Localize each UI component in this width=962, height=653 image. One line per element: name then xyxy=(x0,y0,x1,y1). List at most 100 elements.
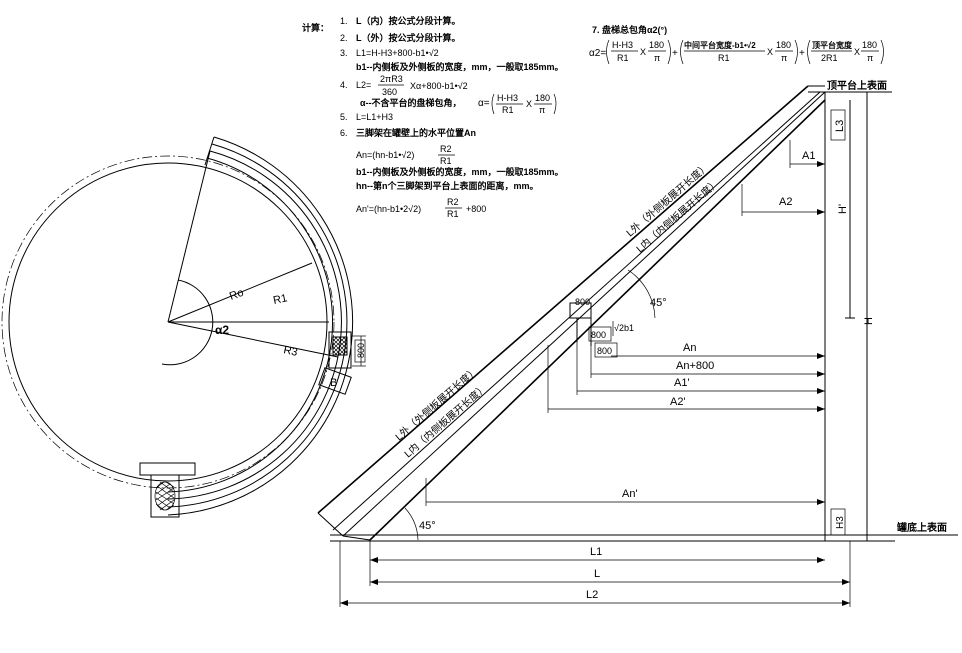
item-5-num: 5. xyxy=(340,112,348,122)
a2-label: A2 xyxy=(779,196,792,208)
anp-den: R1 xyxy=(447,209,459,219)
t1-paren-r xyxy=(667,39,671,65)
l1-label: L1 xyxy=(590,546,602,558)
calc-title: 计算： xyxy=(302,22,329,33)
t2-x: X xyxy=(767,47,773,57)
an-label: An xyxy=(683,342,696,354)
t1-c-num: 180 xyxy=(649,40,664,50)
dim-an800: An+800 xyxy=(590,346,825,378)
inner-stringer-bottom xyxy=(369,99,826,541)
an800-label: An+800 xyxy=(676,360,714,372)
item-7-title: 7. 盘梯总包角α2(°) xyxy=(592,24,667,35)
t1-x: X xyxy=(640,47,646,57)
item-2-num: 2. xyxy=(340,33,348,43)
stringer-bottom-cut xyxy=(317,512,344,537)
angle-bottom-arc xyxy=(404,507,419,541)
an-num: R2 xyxy=(440,144,452,154)
item-2-text: L（外）按公式分段计算。 xyxy=(356,32,461,43)
dim-an: An xyxy=(611,342,825,359)
alpha-paren-right xyxy=(553,93,557,115)
sqrt2b1-label: √2b1 xyxy=(614,323,634,333)
bottom-platform-grate xyxy=(154,481,176,511)
l2-label: L2 xyxy=(586,589,598,601)
dim-a2p: A2' xyxy=(547,345,825,413)
anp-tail: +800 xyxy=(466,204,486,214)
item-3-text: L1=H-H3+800-b1•√2 xyxy=(356,48,439,58)
r3-label: R3 xyxy=(282,344,298,359)
t1-den: R1 xyxy=(617,53,629,63)
dim800-label: 800 xyxy=(356,343,366,358)
anp-num: R2 xyxy=(447,197,459,207)
dim800-box xyxy=(354,339,366,363)
mid-platform xyxy=(328,331,352,369)
alpha2-label: α2 xyxy=(215,323,229,337)
t2-paren-l xyxy=(680,39,684,65)
stair-inner-arc-1 xyxy=(167,157,334,493)
t3-num: 顶平台宽度 xyxy=(812,40,853,50)
dim-l: L xyxy=(370,541,851,586)
dim-l2: L2 xyxy=(339,541,851,607)
dim-a1p: A1' xyxy=(576,342,825,395)
t3-paren-r xyxy=(880,39,884,65)
item-6-text: 三脚架在罐壁上的水平位置An xyxy=(356,127,476,138)
r1-label: R1 xyxy=(272,292,288,307)
angle-top-arc xyxy=(627,269,656,319)
radial-ro xyxy=(167,262,313,323)
item-3-def: b1--内侧板及外侧板的宽度，mm，一般取185mm。 xyxy=(356,61,564,72)
alpha-paren-left xyxy=(491,93,495,115)
alpha-x: X xyxy=(526,99,532,109)
an-lead: An=(hn-b1•√2) xyxy=(356,150,414,160)
item-6-def-b1: b1--内侧板及外侧板的宽度，mm，一般取185mm。 xyxy=(356,166,564,177)
l3-box xyxy=(830,109,846,141)
alpha-definition: α--不含平台的盘梯包角， xyxy=(360,97,462,108)
h3-box xyxy=(830,508,846,536)
a1-label: A1 xyxy=(802,150,815,162)
item-5-text: L=L1+H3 xyxy=(356,112,393,122)
an-den: R1 xyxy=(440,156,452,166)
dim800a-label: 800 xyxy=(575,297,590,307)
outer-stringer-top xyxy=(317,85,809,514)
stair-inner-arc-2 xyxy=(167,150,342,500)
l2-lead: L2= xyxy=(356,80,371,90)
l2-rest: Xα+800-b1•√2 xyxy=(410,81,468,91)
anp-label: An' xyxy=(622,488,638,500)
item-4-num: 4. xyxy=(340,80,348,90)
dim800c-label: 800 xyxy=(597,346,612,356)
alpha-c-num: 180 xyxy=(535,93,550,103)
plus-2: + xyxy=(799,48,805,59)
t1-c-den: π xyxy=(654,53,660,63)
t3-paren-l xyxy=(807,39,811,65)
t1-num: H-H3 xyxy=(612,40,633,50)
outer-stringer-bottom xyxy=(332,91,821,531)
t1-paren-l xyxy=(606,39,610,65)
alpha2-arc xyxy=(161,279,214,366)
stringer-foot xyxy=(342,535,371,541)
dim-a1: A1 xyxy=(789,140,825,168)
item-7-lead: α2= xyxy=(589,48,606,59)
l2-fraction-den: 360 xyxy=(382,87,397,97)
dim-a2: A2 xyxy=(741,184,825,216)
a2p-label: A2' xyxy=(670,396,686,408)
angle-top-label: 45° xyxy=(650,297,667,309)
b-label: B xyxy=(330,377,337,389)
dim800b-box xyxy=(588,326,612,342)
dim-anp: An' xyxy=(425,478,825,506)
alpha-c-den: π xyxy=(539,105,545,115)
t2-c-den: π xyxy=(781,53,787,63)
l3-label: L3 xyxy=(834,120,846,132)
alpha-den: R1 xyxy=(502,105,514,115)
t2-paren-r xyxy=(794,39,798,65)
h3-label: H3 xyxy=(835,516,846,529)
t3-x: X xyxy=(854,47,860,57)
alpha-eq: α= xyxy=(478,98,490,109)
item-6-def-hn: hn--第n个三脚架到平台上表面的距离，mm。 xyxy=(356,180,539,191)
formula-block: 计算： 1. L（内）按公式分段计算。 2. L（外）按公式分段计算。 3. L… xyxy=(302,15,884,219)
plus-1: + xyxy=(672,48,678,59)
l2-fraction-num: 2πR3 xyxy=(380,74,403,84)
mid-platform-hatch xyxy=(332,336,348,356)
anp-lead: An'=(hn-b1•2√2) xyxy=(356,204,421,214)
l-label: L xyxy=(594,568,600,580)
hp-label: H' xyxy=(837,204,849,214)
angle-bottom-label: 45° xyxy=(419,520,436,532)
